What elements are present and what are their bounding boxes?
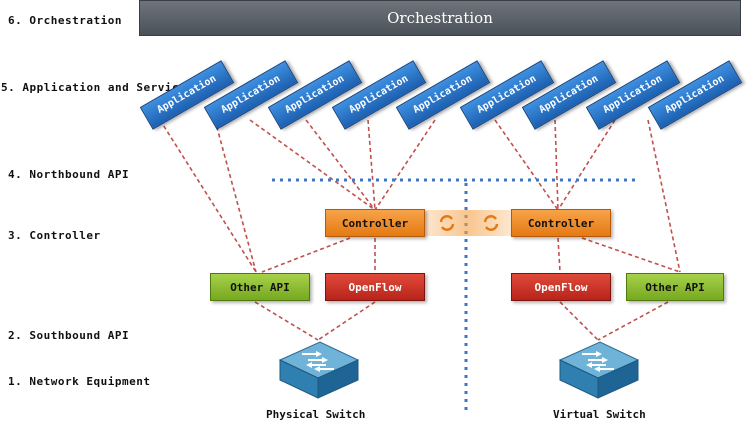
link-app-other-api bbox=[647, 119, 681, 273]
link-app-controller bbox=[494, 119, 559, 211]
openflow-box-right: OpenFlow bbox=[511, 273, 611, 301]
layer-label-southbound: 2. Southbound API bbox=[8, 329, 130, 342]
link-app-other-api bbox=[214, 119, 257, 273]
physical-switch-icon bbox=[278, 341, 360, 399]
sync-icon bbox=[439, 215, 455, 231]
controller-box-right: Controller bbox=[511, 209, 611, 237]
virtual-switch-label: Virtual Switch bbox=[553, 408, 646, 421]
orchestration-bar: Orchestration bbox=[139, 0, 741, 36]
virtual-switch-icon bbox=[558, 341, 640, 399]
link-southbound-switch bbox=[317, 301, 376, 341]
sync-icon bbox=[483, 215, 499, 231]
link-app-controller bbox=[557, 119, 616, 211]
controller-box-left: Controller bbox=[325, 209, 425, 237]
link-controller-southbound bbox=[581, 237, 681, 273]
controller-sync-band bbox=[424, 210, 512, 236]
link-app-controller bbox=[249, 119, 376, 211]
link-controller-southbound bbox=[557, 237, 561, 273]
other-api-box-left: Other API bbox=[210, 273, 310, 301]
layer-label-network-equipment: 1. Network Equipment bbox=[8, 375, 151, 388]
link-southbound-switch bbox=[254, 301, 319, 341]
layer-label-orchestration: 6. Orchestration bbox=[8, 14, 122, 27]
layer-label-application: 5. Application and Service bbox=[1, 81, 187, 94]
link-app-controller bbox=[305, 119, 376, 211]
other-api-box-right: Other API bbox=[626, 273, 724, 301]
link-southbound-switch bbox=[597, 301, 669, 341]
link-app-controller bbox=[374, 119, 436, 211]
orchestration-title: Orchestration bbox=[387, 9, 493, 27]
link-app-other-api bbox=[159, 119, 257, 273]
openflow-box-left: OpenFlow bbox=[325, 273, 425, 301]
physical-switch-label: Physical Switch bbox=[266, 408, 366, 421]
layer-label-northbound: 4. Northbound API bbox=[8, 168, 130, 181]
link-app-controller bbox=[554, 119, 559, 211]
link-app-controller bbox=[367, 119, 376, 211]
link-southbound-switch bbox=[559, 301, 599, 341]
layer-label-controller: 3. Controller bbox=[8, 229, 101, 242]
link-controller-southbound bbox=[261, 237, 351, 273]
